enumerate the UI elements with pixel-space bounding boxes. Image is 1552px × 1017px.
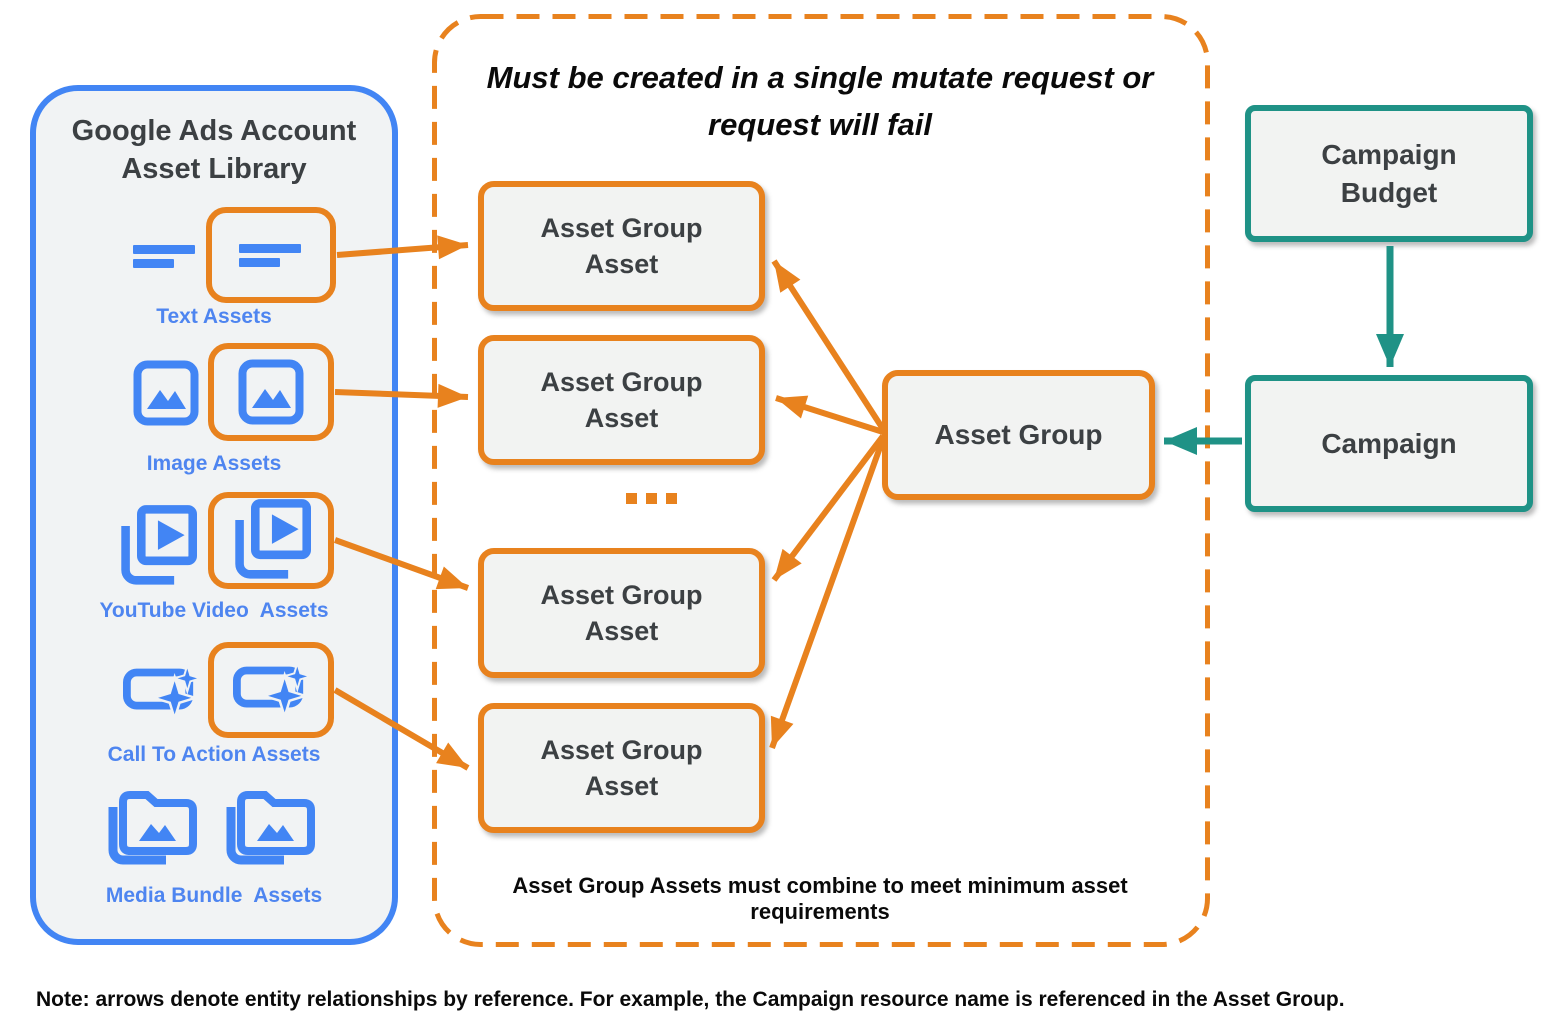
asset-group-asset-box-2: Asset Group Asset <box>478 335 765 465</box>
image-icon <box>133 360 199 426</box>
asset-library-title: Google Ads Account Asset Library <box>71 115 357 186</box>
asset-group-asset-box-3: Asset Group Asset <box>478 548 765 678</box>
campaign-budget-label: Campaign Budget <box>1321 138 1457 208</box>
asset-group-label: Asset Group <box>934 419 1103 450</box>
campaign-label: Campaign <box>1321 427 1457 459</box>
asset-library-panel <box>30 85 398 945</box>
mutate-request-title: Must be created in a single mutate reque… <box>486 60 1154 142</box>
text-assets-label: Text Assets <box>156 305 272 328</box>
asset-group-asset-label: Asset Group Asset <box>540 734 703 801</box>
mutate-request-footnote: Asset Group Assets must combine to meet … <box>512 873 1128 924</box>
ellipsis-more-assets <box>626 493 677 504</box>
asset-group-box: Asset Group <box>882 370 1155 500</box>
image-icon <box>238 359 304 425</box>
diagram-note: Note: arrows denote entity relationships… <box>36 988 1345 1011</box>
campaign-box: Campaign <box>1245 375 1533 512</box>
asset-group-asset-box-1: Asset Group Asset <box>478 181 765 311</box>
selected-cta-asset-highlight <box>208 642 334 738</box>
video-stack-icon <box>235 498 311 579</box>
asset-group-asset-box-4: Asset Group Asset <box>478 703 765 833</box>
call-to-action-assets-label: Call To Action Assets <box>107 743 321 766</box>
media-bundle-icon <box>226 791 315 865</box>
asset-group-asset-label: Asset Group Asset <box>540 212 703 279</box>
asset-group-asset-label: Asset Group Asset <box>540 579 703 646</box>
arrow-asset-group-to-aga1 <box>771 259 886 431</box>
arrow-asset-group-to-aga2 <box>775 395 884 435</box>
arrow-asset-group-to-aga3 <box>771 434 886 582</box>
asset-group-asset-label: Asset Group Asset <box>540 366 703 433</box>
text-lines-icon <box>133 245 195 268</box>
cta-sparkle-icon <box>123 666 199 718</box>
media-bundle-icon <box>108 791 197 865</box>
campaign-budget-box: Campaign Budget <box>1245 105 1533 242</box>
arrow-asset-group-to-aga4 <box>769 437 886 750</box>
cta-sparkle-icon <box>233 664 309 716</box>
youtube-video-assets-label: YouTube Video Assets <box>99 599 329 622</box>
selected-video-asset-highlight <box>208 492 334 589</box>
media-bundle-assets-label: Media Bundle Assets <box>105 884 323 907</box>
selected-image-asset-highlight <box>208 343 334 441</box>
selected-text-asset-highlight <box>206 207 336 303</box>
text-lines-icon <box>239 244 301 267</box>
video-stack-icon <box>121 505 197 585</box>
image-assets-label: Image Assets <box>146 452 282 475</box>
